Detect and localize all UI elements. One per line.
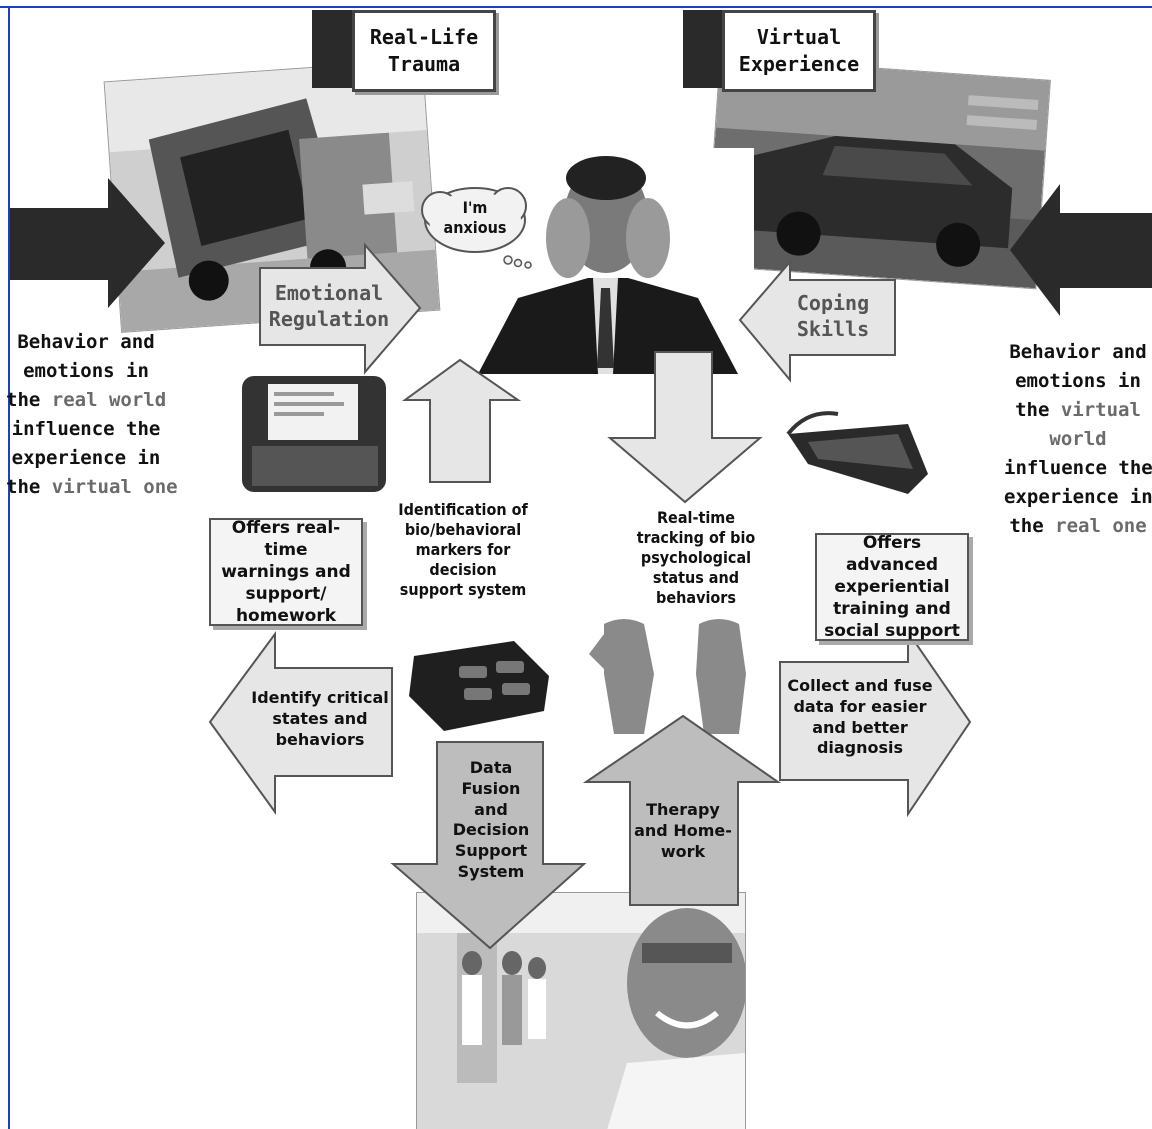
identify-critical-label: Identify critical states and behaviors (251, 688, 389, 749)
identify-critical-arrow (208, 630, 393, 816)
emotional-regulation-arrow (259, 242, 422, 375)
left-line-1: Behavior and (17, 331, 155, 353)
emotional-regulation-label: Emotional Regulation (268, 281, 390, 331)
left-dark-arrow (10, 178, 165, 308)
right-line-5: influence the (1004, 457, 1152, 480)
right-line-7: the real one (1009, 515, 1147, 538)
wearable-shirts-photo (584, 614, 758, 742)
thought-bubble-shape (421, 187, 532, 269)
sensor-device (404, 636, 554, 736)
real-life-tab (312, 10, 358, 88)
down-arrow-tracking (607, 351, 763, 504)
right-line-1: Behavior and (1009, 341, 1147, 363)
left-line-3: the real world (6, 389, 167, 412)
virtual-tab (683, 10, 729, 88)
data-fusion-label: Data Fusion and Decision Support System (452, 758, 530, 881)
offers-advanced-box: Offers advanced experiential training an… (815, 533, 969, 641)
frame-left-border (8, 6, 10, 1129)
right-side-caption: Behavior and emotions in the virtual wor… (1004, 338, 1152, 541)
data-fusion-arrow (390, 741, 587, 950)
virtual-experience-label: Virtual Experience (722, 10, 876, 92)
left-side-caption: Behavior and emotions in the real world … (6, 328, 178, 502)
realtime-tracking-caption: Real-time tracking of bio psychological … (636, 508, 756, 607)
anxious-man-photo (458, 148, 754, 374)
real-life-trauma-label: Real-Life Trauma (352, 10, 496, 92)
offers-realtime-box: Offers real-time warnings and support/ h… (209, 518, 363, 626)
right-line-2: emotions in (1015, 370, 1141, 393)
vr-goggles-device (778, 404, 938, 504)
therapy-label: Therapy and Home- work (634, 800, 732, 861)
left-line-5: experience in (11, 447, 161, 470)
collect-fuse-arrow (779, 628, 972, 818)
right-line-3: the virtual (1015, 399, 1141, 422)
frame-top-border (0, 6, 1152, 8)
therapy-arrow (582, 714, 782, 906)
coping-skills-arrow (738, 259, 896, 383)
up-arrow-identification (401, 358, 522, 483)
thought-bubble-text: I'm anxious (443, 198, 507, 237)
right-line-4: world (1049, 428, 1107, 451)
coping-skills-label: Coping Skills (796, 291, 870, 341)
right-line-6: experience in (1004, 486, 1152, 509)
right-dark-arrow (1010, 184, 1152, 316)
identification-caption: Identification of bio/behavioral markers… (398, 500, 528, 599)
left-line-6: the virtual one (6, 476, 178, 499)
left-line-4: influence the (11, 418, 161, 441)
left-line-2: emotions in (23, 360, 149, 383)
smartphone-device (240, 372, 390, 496)
collect-fuse-label: Collect and fuse data for easier and bet… (787, 676, 933, 758)
